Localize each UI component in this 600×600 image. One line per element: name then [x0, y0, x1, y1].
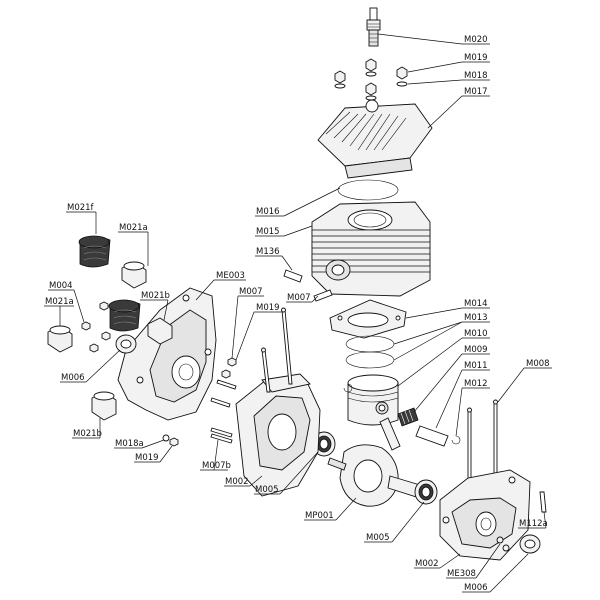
label-m013: M013 — [464, 313, 488, 323]
bush-m021b-mid — [147, 317, 173, 345]
seal-left — [115, 334, 137, 354]
label-m005-right: M005 — [366, 533, 390, 543]
nut-m007-b — [221, 369, 231, 379]
bolt-m112a — [539, 491, 547, 513]
circlip-left — [343, 383, 353, 393]
label-m021f: M021f — [67, 203, 95, 213]
label-m002-right: M002 — [415, 559, 439, 569]
label-m015: M015 — [256, 227, 280, 237]
seal-right — [519, 534, 541, 554]
needle-bearing — [397, 407, 419, 427]
label-m007-left: M007 — [239, 287, 263, 297]
label-m019-top: M019 — [464, 53, 488, 63]
label-m021b-bottom: M021b — [73, 429, 102, 439]
connecting-rod — [379, 417, 401, 451]
washer-me308 — [496, 536, 504, 544]
crankcase-left — [235, 373, 321, 497]
filter-m021f-mid — [108, 299, 141, 332]
piston-pin — [415, 425, 449, 447]
bush-m021a-left — [47, 325, 73, 353]
label-m002-left: M002 — [225, 477, 249, 487]
label-m020: M020 — [464, 35, 488, 45]
crankshaft — [327, 444, 431, 507]
nut-m019-bottom — [169, 437, 179, 447]
label-m011: M011 — [464, 361, 488, 371]
studs-left — [261, 307, 293, 393]
label-m021a-left: M021a — [45, 297, 74, 307]
head-gasket — [337, 179, 399, 201]
pin-m136 — [283, 269, 303, 283]
bush-m021b-bottom — [91, 391, 117, 421]
label-mp001: MP001 — [305, 511, 334, 521]
label-m010: M010 — [464, 329, 488, 339]
head-nuts — [334, 58, 408, 101]
filter-m021f-top — [78, 235, 111, 268]
label-m007-mid: M007 — [287, 293, 311, 303]
dowel-pin — [313, 289, 333, 302]
label-m136: M136 — [256, 247, 280, 257]
washer-m018a — [162, 434, 170, 442]
label-m018a: M018a — [115, 439, 144, 449]
crankcase-right — [439, 469, 531, 561]
circlip-right — [451, 435, 461, 445]
label-m014: M014 — [464, 299, 488, 309]
screws-m004 — [81, 301, 111, 353]
washer-me308-b — [502, 544, 510, 552]
nut-m007 — [227, 357, 237, 367]
piston — [347, 374, 399, 426]
label-m007b: M007b — [202, 461, 231, 471]
studs-right — [467, 399, 498, 481]
label-m021a-top: M021a — [119, 223, 148, 233]
label-m019-mid: M019 — [256, 303, 280, 313]
cylinder — [311, 201, 431, 297]
label-m017: M017 — [464, 87, 488, 97]
piston-ring-2 — [345, 351, 395, 369]
bush-m021a-top — [121, 261, 147, 289]
bolts-m007b — [210, 379, 237, 444]
label-m008: M008 — [526, 359, 550, 369]
base-gasket — [329, 299, 407, 339]
spark-plug — [366, 7, 381, 47]
label-m018: M018 — [464, 71, 488, 81]
label-m004: M004 — [49, 281, 73, 291]
cylinder-head — [317, 99, 433, 179]
label-m012: M012 — [464, 379, 488, 389]
label-me308: ME308 — [447, 569, 476, 579]
label-m009: M009 — [464, 345, 488, 355]
label-m021b-top: M021b — [141, 291, 170, 301]
label-m016: M016 — [256, 207, 280, 217]
piston-ring-1 — [345, 335, 395, 353]
housing-me003 — [117, 287, 217, 421]
label-m005-left: M005 — [255, 485, 279, 495]
label-m006-right: M006 — [464, 583, 488, 593]
bearing-right — [414, 479, 438, 505]
label-m006-left: M006 — [61, 373, 85, 383]
label-me003: ME003 — [216, 271, 245, 281]
label-m112a: M112a — [519, 519, 548, 529]
label-m019-bottom: M019 — [135, 453, 159, 463]
